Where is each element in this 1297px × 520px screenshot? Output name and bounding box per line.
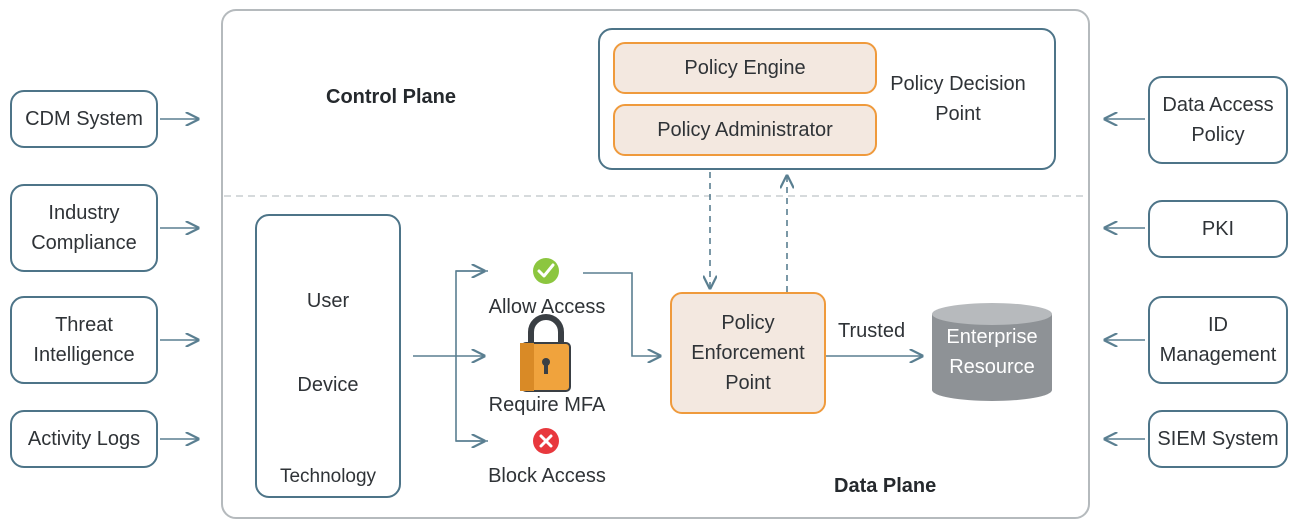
siem-system-label: SIEM System <box>1157 428 1279 450</box>
policy-engine-label: Policy Engine <box>684 57 806 79</box>
block-access-label: Block Access <box>488 465 606 487</box>
user-label: User <box>306 290 350 312</box>
x-circle-icon <box>533 428 559 454</box>
industry-compliance-label: Industry Compliance <box>31 202 137 254</box>
pki-label: PKI <box>1201 218 1235 240</box>
industry-compliance-box: Industry Compliance <box>10 184 158 272</box>
data-access-policy-label: Data Access Policy <box>1162 94 1274 146</box>
activity-logs-box: Activity Logs <box>10 410 158 468</box>
device-label: Device <box>297 374 359 396</box>
policy-enforcement-point-box: Policy Enforcement Point <box>670 292 826 414</box>
policy-administrator-label: Policy Administrator <box>657 119 833 141</box>
policy-administrator-box: Policy Administrator <box>613 104 877 156</box>
data-plane-title: Data Plane <box>834 475 937 497</box>
cdm-system-label: CDM System <box>25 108 143 130</box>
technology-label: Technology <box>279 466 377 487</box>
cdm-system-box: CDM System <box>10 90 158 148</box>
policy-enforcement-point-label: Policy Enforcement Point <box>691 312 805 394</box>
check-icon <box>533 258 559 284</box>
control-plane-title: Control Plane <box>326 86 457 108</box>
require-mfa-label: Require MFA <box>488 394 606 416</box>
threat-intelligence-label: Threat Intelligence <box>33 314 135 366</box>
allow-access-label: Allow Access <box>488 296 606 318</box>
main-frame <box>221 9 1090 519</box>
policy-decision-point-label: Policy Decision Point <box>890 73 1026 125</box>
data-access-policy-box: Data Access Policy <box>1148 76 1288 164</box>
trusted-label: Trusted <box>838 320 906 342</box>
padlock-icon <box>520 314 571 392</box>
enterprise-resource-label: Enterprise Resource <box>946 326 1038 378</box>
id-management-label: ID Management <box>1159 314 1277 366</box>
policy-engine-box: Policy Engine <box>613 42 877 94</box>
subjects-panel <box>255 214 401 498</box>
threat-intelligence-box: Threat Intelligence <box>10 296 158 384</box>
id-management-box: ID Management <box>1148 296 1288 384</box>
pki-box: PKI <box>1148 200 1288 258</box>
allow-to-pep <box>583 272 660 356</box>
enterprise-resource-cylinder <box>932 303 1052 401</box>
siem-system-box: SIEM System <box>1148 410 1288 468</box>
activity-logs-label: Activity Logs <box>27 428 141 450</box>
